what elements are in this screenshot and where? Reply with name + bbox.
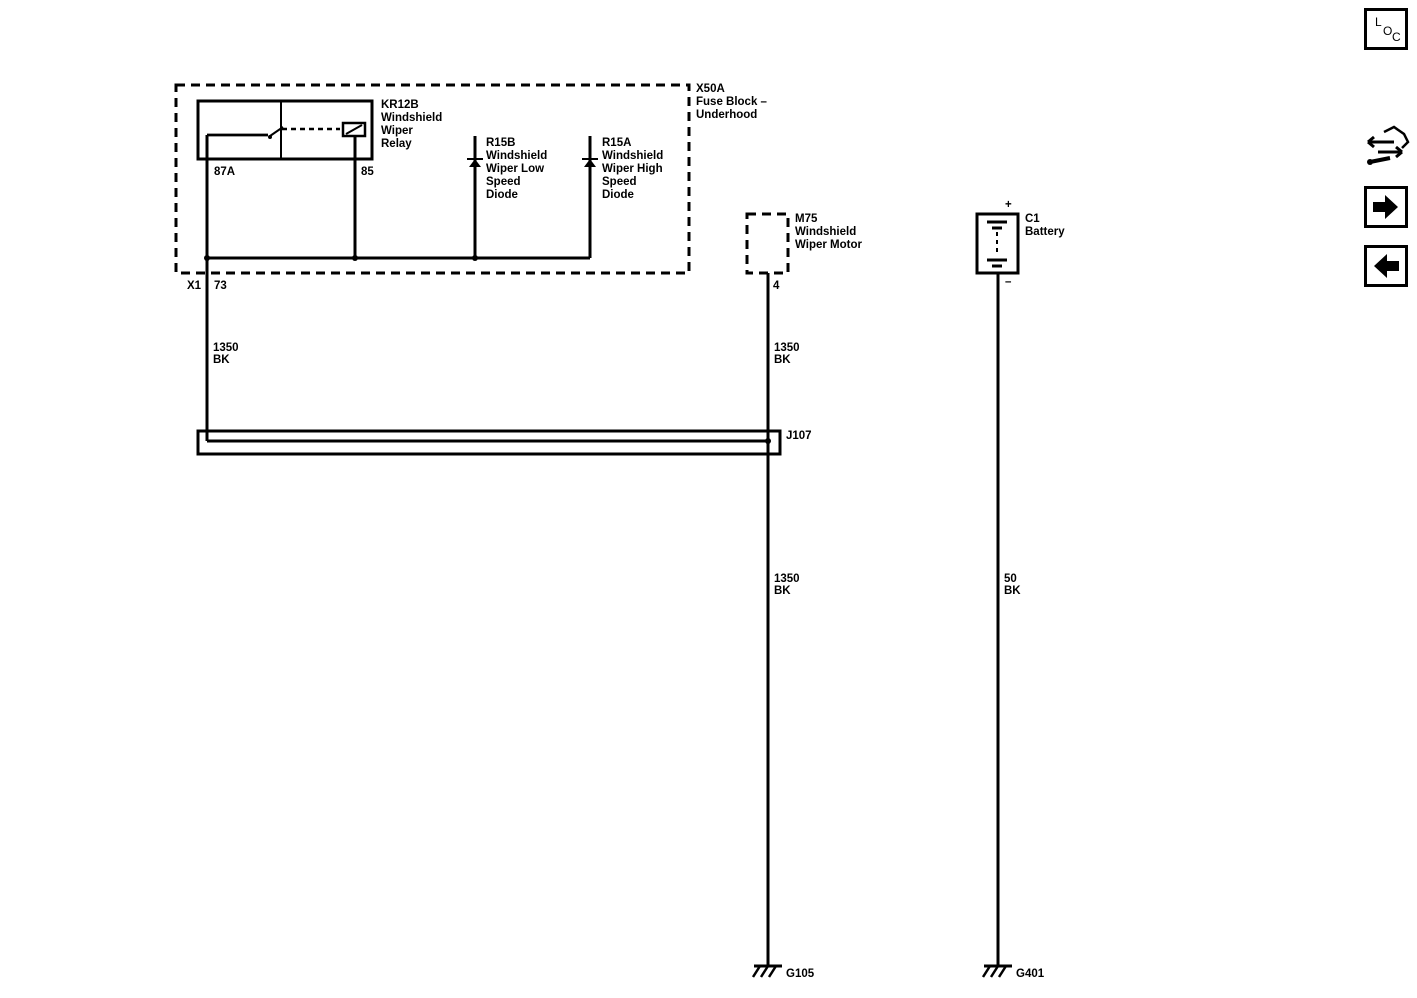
wire-1-color: BK xyxy=(213,354,230,366)
diode-low-name-4: Diode xyxy=(486,189,518,201)
svg-text:O: O xyxy=(1383,24,1392,38)
fuse-block-name-1: Fuse Block – xyxy=(696,96,768,108)
motor-ref: M75 xyxy=(795,213,818,225)
wire-1-circuit: 1350 xyxy=(213,342,239,354)
back-button[interactable] xyxy=(1364,245,1408,287)
diode-high-ref: R15A xyxy=(602,137,631,149)
wire-4-circuit: 50 xyxy=(1004,573,1017,585)
ground-g105-label: G105 xyxy=(786,968,815,980)
motor-name-1: Windshield xyxy=(795,226,856,238)
ground-g401-symbol xyxy=(981,964,1012,978)
wire-2-color: BK xyxy=(774,354,791,366)
fuse-block-name-2: Underhood xyxy=(696,109,757,121)
diode-high-name-2: Wiper High xyxy=(602,163,663,175)
splice-pack xyxy=(196,429,782,456)
diode-low-name-3: Speed xyxy=(486,176,521,188)
svg-text:L: L xyxy=(1375,15,1382,29)
location-button[interactable]: L O C xyxy=(1364,8,1408,50)
connector-pin: 73 xyxy=(214,280,227,292)
connector-ref: X1 xyxy=(187,280,202,292)
diode-high-symbol xyxy=(582,136,598,258)
forward-button[interactable] xyxy=(1364,186,1408,228)
battery-symbol xyxy=(975,212,1020,275)
fuse-block-outline xyxy=(174,83,691,275)
motor-symbol xyxy=(745,212,790,275)
relay-pin-87a: 87A xyxy=(214,166,235,178)
connector-tool-icon xyxy=(1367,125,1410,165)
ground-g105-symbol xyxy=(751,964,782,978)
diode-low-name-2: Wiper Low xyxy=(486,163,544,175)
relay-name-1: Windshield xyxy=(381,112,442,124)
wire-3-color: BK xyxy=(774,585,791,597)
splice-ref: J107 xyxy=(786,430,812,442)
diode-high-name-1: Windshield xyxy=(602,150,663,162)
battery-negative: – xyxy=(1005,276,1012,288)
relay-ref: KR12B xyxy=(381,99,419,111)
battery-positive: + xyxy=(1005,199,1012,211)
location-icon: L O C xyxy=(1375,15,1401,44)
relay-name-2: Wiper xyxy=(381,125,413,137)
connector-tool-button[interactable] xyxy=(1364,124,1412,172)
diode-high-name-4: Diode xyxy=(602,189,634,201)
svg-text:C: C xyxy=(1392,30,1401,44)
wire-3-circuit: 1350 xyxy=(774,573,800,585)
wire-2-circuit: 1350 xyxy=(774,342,800,354)
diode-high-name-3: Speed xyxy=(602,176,637,188)
ground-g401-label: G401 xyxy=(1016,968,1045,980)
fuse-block-ref: X50A xyxy=(696,83,725,95)
relay-pin-85: 85 xyxy=(361,166,374,178)
diode-low-symbol xyxy=(467,136,483,258)
motor-pin: 4 xyxy=(773,280,780,292)
diode-low-ref: R15B xyxy=(486,137,515,149)
battery-name: Battery xyxy=(1025,226,1065,238)
wire-4-color: BK xyxy=(1004,585,1021,597)
motor-name-2: Wiper Motor xyxy=(795,239,862,251)
forward-arrow-icon xyxy=(1373,195,1398,219)
relay-name-3: Relay xyxy=(381,138,412,150)
relay-symbol xyxy=(196,99,374,161)
back-arrow-icon xyxy=(1374,254,1399,278)
diode-low-name-1: Windshield xyxy=(486,150,547,162)
battery-ref: C1 xyxy=(1025,213,1040,225)
